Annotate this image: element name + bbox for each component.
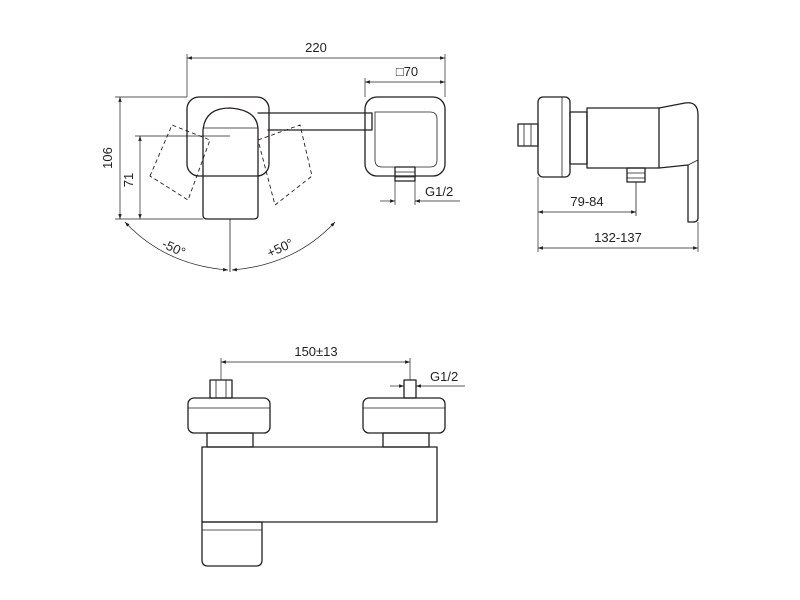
dim-square-70: □70 [364,64,445,97]
lever-handle [202,107,259,220]
top-right-inlet [403,379,417,399]
angle-plus-50-label: +50° [265,235,296,260]
top-view [187,379,446,567]
dim-220: 220 [186,40,446,97]
side-inlet-stub [517,123,539,147]
angle-arc-right [231,221,336,272]
top-right-flange [362,397,446,434]
side-body [586,107,660,169]
lever-position-left [149,124,211,201]
front-view [149,96,446,272]
thread-callout-top: G1/2 [380,181,460,205]
right-flange-inner [374,111,438,168]
dim-79-84: 79-84 [537,177,636,252]
dim-106: 106 [100,96,203,220]
dim-106-label: 106 [100,147,115,169]
side-lever-detail [687,159,699,166]
side-outlet [626,167,646,183]
left-flange [186,96,270,177]
dim-132-137-label: 132-137 [594,230,642,245]
dim-220-label: 220 [305,40,327,55]
dim-79-84-label: 79-84 [570,194,603,209]
top-right-collar [382,432,430,448]
dim-70-label: □70 [396,64,418,79]
side-collar [569,111,588,165]
dim-132-137: 132-137 [538,222,699,252]
side-flange [537,96,571,178]
top-lever [201,521,263,567]
angle-arc-left [124,221,229,272]
side-lever [658,102,699,223]
dim-150-label: 150±13 [294,344,337,359]
dim-71-label: 71 [121,173,136,187]
angle-minus-50-label: -50° [160,236,188,260]
top-left-inlet [209,379,233,399]
right-flange [364,96,446,177]
side-view [517,96,699,223]
top-left-flange [187,397,271,434]
outlet-connector [394,166,416,182]
dim-150: 150±13 [220,344,411,380]
top-main-body [201,446,438,523]
mixer-body-bar [257,112,373,131]
top-left-collar [206,432,254,448]
thread-callout-bottom: G1/2 [390,369,465,388]
lever-position-right [257,124,313,206]
thread-top-label: G1/2 [425,184,453,199]
thread-bottom-label: G1/2 [430,369,458,384]
dim-71: 71 [121,135,230,219]
